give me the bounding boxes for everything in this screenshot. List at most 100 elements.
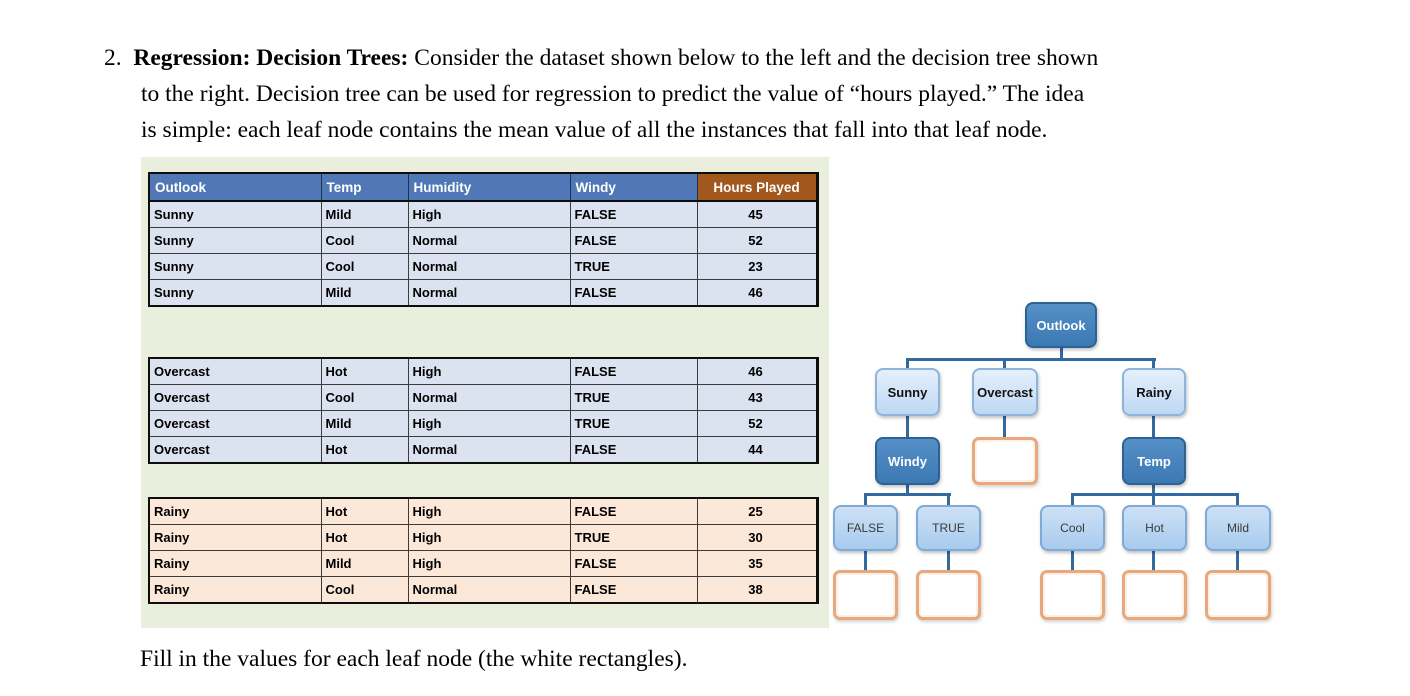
tree-node-hot: Hot (1122, 505, 1187, 551)
column-header-outlook: Outlook (148, 172, 322, 203)
tree-connector-line (906, 416, 909, 437)
table-cell: TRUE (569, 410, 698, 437)
tree-connector-line (1071, 551, 1074, 570)
table-cell: Overcast (148, 436, 322, 464)
table-cell: Mild (320, 410, 409, 437)
table-cell: Rainy (148, 497, 322, 525)
table-cell: FALSE (569, 200, 698, 228)
table-cell: Cool (320, 227, 409, 254)
table-cell: Overcast (148, 384, 322, 411)
tree-node-windy: Windy (875, 437, 940, 485)
tree-connector-line (1071, 493, 1239, 496)
table-cell: Hot (320, 497, 409, 525)
table-cell: Normal (407, 253, 571, 280)
table-cell: 52 (696, 410, 818, 437)
table-cell: TRUE (569, 253, 698, 280)
table-cell: FALSE (569, 576, 698, 604)
table-cell: FALSE (569, 227, 698, 254)
table-cell: 52 (696, 227, 818, 254)
question-number: 2. (104, 45, 122, 71)
table-cell: FALSE (569, 279, 698, 307)
tree-node-cool: Cool (1040, 505, 1105, 551)
tree-node-sunny: Sunny (875, 368, 940, 416)
table-cell: High (407, 200, 571, 228)
table-cell: Rainy (148, 576, 322, 604)
table-cell: Normal (407, 576, 571, 604)
question-line-3: is simple: each leaf node contains the m… (141, 117, 1048, 143)
table-cell: FALSE (569, 357, 698, 385)
tree-node-false: FALSE (833, 505, 898, 551)
table-cell: Hot (320, 524, 409, 551)
leaf-node-mild[interactable] (1205, 570, 1271, 620)
leaf-node-overcast[interactable] (972, 437, 1038, 485)
tree-connector-line (1152, 551, 1155, 570)
leaf-node-false[interactable] (833, 570, 898, 620)
table-cell: Mild (320, 279, 409, 307)
tree-connector-line (1003, 358, 1006, 368)
tree-connector-line (1152, 493, 1155, 505)
tree-connector-line (906, 358, 909, 368)
tree-node-rainy: Rainy (1122, 368, 1186, 416)
table-cell: Overcast (148, 410, 322, 437)
table-cell: 30 (696, 524, 818, 551)
table-cell: High (407, 550, 571, 577)
tree-connector-line (864, 551, 867, 570)
tree-connector-line (864, 493, 867, 505)
leaf-node-hot[interactable] (1122, 570, 1187, 620)
table-cell: Sunny (148, 279, 322, 307)
leaf-node-cool[interactable] (1040, 570, 1105, 620)
table-cell: High (407, 497, 571, 525)
table-cell: Sunny (148, 253, 322, 280)
column-header-temp: Temp (320, 172, 409, 203)
tree-connector-line (1003, 416, 1006, 437)
tree-connector-line (1236, 493, 1239, 505)
table-cell: Normal (407, 384, 571, 411)
tree-node-outlook: Outlook (1025, 302, 1097, 348)
table-cell: 46 (696, 357, 818, 385)
table-cell: FALSE (569, 436, 698, 464)
tree-connector-line (947, 551, 950, 570)
column-header-humidity: Humidity (407, 172, 571, 203)
leaf-node-true[interactable] (916, 570, 981, 620)
table-cell: 45 (696, 200, 818, 228)
table-cell: 43 (696, 384, 818, 411)
table-cell: Normal (407, 227, 571, 254)
tree-connector-line (947, 493, 950, 505)
table-cell: 23 (696, 253, 818, 280)
table-cell: Rainy (148, 550, 322, 577)
table-cell: Normal (407, 279, 571, 307)
tree-connector-line (864, 493, 951, 496)
table-cell: FALSE (569, 550, 698, 577)
table-cell: Cool (320, 576, 409, 604)
tree-connector-line (1152, 416, 1155, 437)
table-cell: High (407, 524, 571, 551)
table-cell: Cool (320, 253, 409, 280)
table-cell: Normal (407, 436, 571, 464)
table-cell: Sunny (148, 227, 322, 254)
column-header-hours-played: Hours Played (696, 172, 818, 203)
tree-connector-line (1236, 551, 1239, 570)
tree-connector-line (1060, 348, 1063, 358)
table-cell: Hot (320, 436, 409, 464)
table-cell: 35 (696, 550, 818, 577)
tree-connector-line (1152, 358, 1155, 368)
question-line-1-rest: Consider the dataset shown below to the … (408, 45, 1099, 71)
tree-connector-line (906, 485, 909, 493)
tree-node-true: TRUE (916, 505, 981, 551)
table-cell: TRUE (569, 524, 698, 551)
question-line-1: 2. Regression: Decision Trees: Consider … (104, 40, 1344, 76)
